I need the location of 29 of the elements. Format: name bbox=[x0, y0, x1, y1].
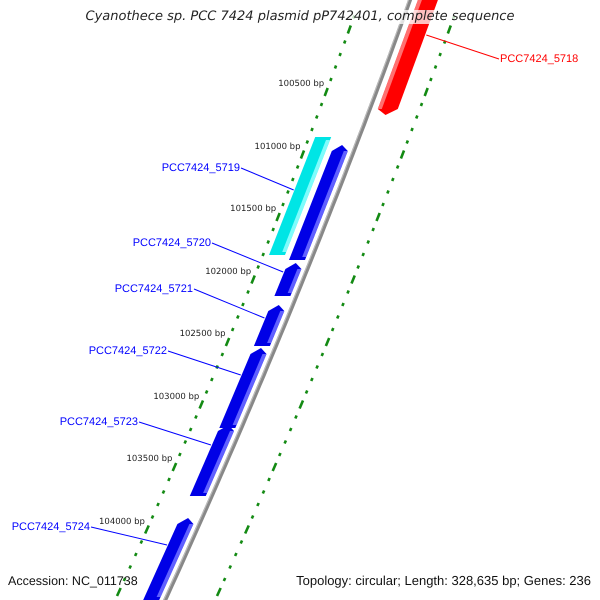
leader-line bbox=[426, 34, 500, 60]
sequence-summary: Topology: circular; Length: 328,635 bp; Genes: 236 bbox=[296, 574, 591, 588]
leader-line bbox=[194, 288, 265, 318]
tick-label: 103000 bp bbox=[153, 390, 200, 404]
tick-label: 102500 bp bbox=[180, 328, 226, 341]
tick-label: 102000 bp bbox=[205, 266, 252, 278]
gene-label: PCC7424_5722 bbox=[88, 344, 167, 358]
gene-feature bbox=[219, 348, 266, 428]
gene-label: PCC7424_5723 bbox=[60, 415, 138, 429]
gene-label: PCC7424_5720 bbox=[132, 236, 211, 250]
gene-label: PCC7424_5719 bbox=[162, 161, 240, 175]
tick-label: 100500 bp bbox=[278, 78, 324, 91]
gene-label: PCC7424_5718 bbox=[500, 52, 578, 66]
tick-label: 101000 bp bbox=[254, 140, 300, 154]
leader-line bbox=[138, 422, 212, 446]
leader-line bbox=[212, 242, 284, 272]
gene-feature bbox=[143, 518, 194, 600]
gene-feature bbox=[274, 263, 302, 296]
tick-label: 103500 bp bbox=[126, 453, 172, 466]
gene-label: PCC7424_5721 bbox=[114, 282, 193, 296]
leader-line bbox=[240, 168, 294, 190]
gene-feature bbox=[190, 425, 234, 496]
gene-label: PCC7424_5724 bbox=[12, 520, 90, 534]
tick-label: 101500 bp bbox=[230, 203, 276, 216]
tick-label: 104000 bp bbox=[99, 516, 145, 528]
leader-line bbox=[90, 526, 168, 546]
leader-line bbox=[168, 350, 242, 376]
accession-note: Accession: NC_011738 bbox=[8, 574, 138, 588]
gene-feature bbox=[254, 305, 284, 346]
